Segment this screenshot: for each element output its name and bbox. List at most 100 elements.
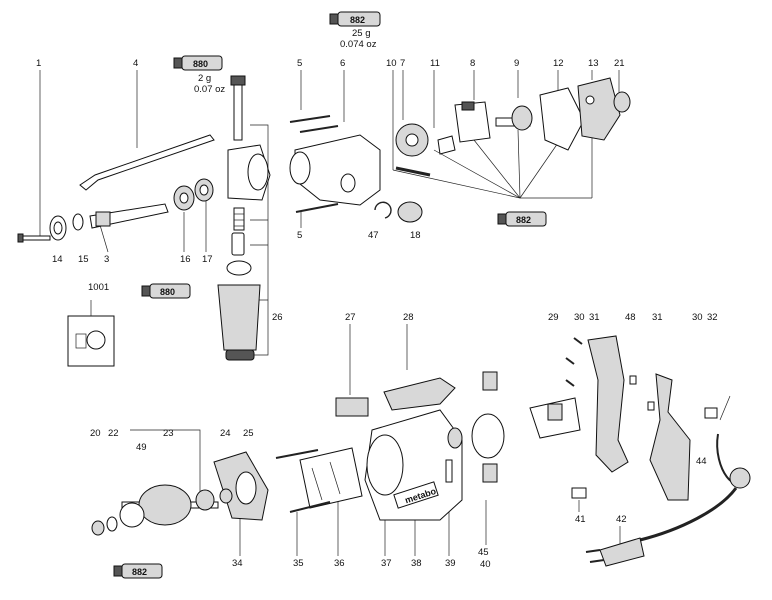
part-23-armature <box>119 484 219 528</box>
part-label: 1001 <box>88 282 109 293</box>
part-44-cord-protector <box>716 433 751 489</box>
part-15-clip <box>72 213 84 231</box>
part-label: 1 <box>36 58 41 69</box>
part-label: 44 <box>696 456 707 467</box>
tube-note: 0.074 oz <box>340 39 377 50</box>
part-label: 10 <box>386 58 397 69</box>
part-7-gear <box>395 123 429 157</box>
part-32-clamp <box>704 395 731 421</box>
part-label: 4 <box>133 58 138 69</box>
part-31-handle-half-left <box>587 335 629 473</box>
part-bolt-long <box>230 75 246 141</box>
part-label: 12 <box>553 58 564 69</box>
part-label: 27 <box>345 312 356 323</box>
part-9-shaft-gear <box>495 105 533 131</box>
part-label: 35 <box>293 558 304 569</box>
part-13-cover <box>577 77 621 141</box>
part-label: 38 <box>411 558 422 569</box>
part-label: 30 <box>692 312 703 323</box>
part-25-end-cap <box>213 451 269 521</box>
part-24-bearing <box>219 488 233 504</box>
part-label: 40 <box>480 559 491 570</box>
grease-tube-882-bottom: 882 <box>113 563 163 579</box>
part-label: 41 <box>575 514 586 525</box>
part-48-pins <box>629 375 655 411</box>
part-label: 45 <box>478 547 489 558</box>
part-14-washer <box>49 215 67 241</box>
part-label: 37 <box>381 558 392 569</box>
part-4-wire-rod <box>79 134 215 191</box>
part-label: 8 <box>470 58 475 69</box>
part-27-label <box>335 397 369 417</box>
part-label: 21 <box>614 58 625 69</box>
tube-code: 880 <box>193 59 208 69</box>
part-label: 42 <box>616 514 627 525</box>
part-side-handle-clamp <box>227 144 271 201</box>
part-3-spindle <box>89 203 169 229</box>
callouts-mid: 14 15 3 16 17 47 18 5 1001 26 <box>52 124 421 356</box>
part-label: 39 <box>445 558 456 569</box>
grease-tube-880-left: 880 <box>141 283 191 299</box>
part-22-washer <box>106 516 118 532</box>
part-8-switch-block <box>454 101 491 143</box>
tube-note: 0.07 oz <box>194 84 225 95</box>
part-label: 47 <box>368 230 379 241</box>
part-label: 13 <box>588 58 599 69</box>
part-5-screws <box>289 115 339 213</box>
grease-tube-880-top: 880 2 g 0.07 oz <box>173 55 225 95</box>
part-label: 6 <box>340 58 345 69</box>
detail-1001 <box>67 300 115 367</box>
part-label: 31 <box>589 312 600 323</box>
part-label: 9 <box>514 58 519 69</box>
part-31-handle-half-right <box>649 373 691 501</box>
tube-code: 882 <box>516 215 531 225</box>
part-28-housing-cap <box>383 377 456 411</box>
tube-code: 882 <box>132 567 147 577</box>
part-39-carbon <box>445 459 453 483</box>
tube-note: 25 g <box>352 28 371 39</box>
part-21-nut <box>613 91 631 113</box>
part-label: 23 <box>163 428 174 439</box>
part-label: 15 <box>78 254 89 265</box>
part-47-ring <box>374 201 392 219</box>
part-label: 34 <box>232 558 243 569</box>
part-label: 29 <box>548 312 559 323</box>
part-label: 36 <box>334 558 345 569</box>
part-35-screws <box>275 449 331 513</box>
part-30-screws <box>565 337 583 387</box>
part-40-brush-holder <box>471 371 505 483</box>
part-label: 18 <box>410 230 421 241</box>
part-label: 31 <box>652 312 663 323</box>
part-18-knob <box>397 201 423 223</box>
part-sleeve <box>231 232 245 256</box>
part-label: 14 <box>52 254 63 265</box>
part-41-capacitor <box>571 487 587 499</box>
part-label: 3 <box>104 254 109 265</box>
part-label: 17 <box>202 254 213 265</box>
part-label: 24 <box>220 428 231 439</box>
part-17-bearing <box>194 178 214 202</box>
part-label: 16 <box>180 254 191 265</box>
part-label: 49 <box>136 442 147 453</box>
part-label: 22 <box>108 428 119 439</box>
part-label: 48 <box>625 312 636 323</box>
part-16-bearing <box>173 185 195 211</box>
part-spring <box>233 207 245 231</box>
part-label: 20 <box>90 428 101 439</box>
part-label: 11 <box>430 58 440 69</box>
part-label: 25 <box>243 428 254 439</box>
part-29-switch <box>529 397 581 439</box>
grease-tube-top: 882 25 g 0.074 oz <box>329 11 381 50</box>
part-42-power-cord <box>585 487 738 567</box>
grease-tube-882-mid: 882 <box>497 211 547 227</box>
part-10-pin <box>395 166 431 177</box>
tube-code: 882 <box>350 15 365 25</box>
part-20-bearing <box>91 520 105 536</box>
part-handle-grip <box>217 260 261 361</box>
part-label: 7 <box>400 58 405 69</box>
part-11-bracket <box>437 135 456 155</box>
part-label: 5 <box>297 58 302 69</box>
part-label: 28 <box>403 312 414 323</box>
tube-note: 2 g <box>198 73 211 84</box>
